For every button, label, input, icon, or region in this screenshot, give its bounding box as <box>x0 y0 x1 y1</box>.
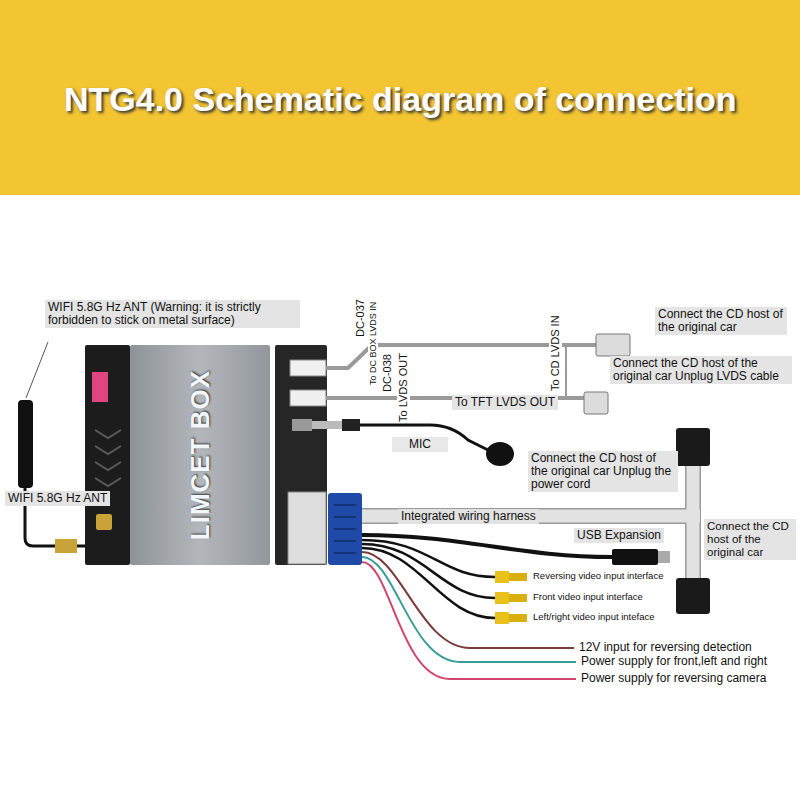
rca-jack <box>509 573 527 581</box>
mic-plug <box>312 421 342 429</box>
node-text: Connect the CD host of the original car … <box>531 452 675 491</box>
rca-jack <box>495 571 509 583</box>
wiring-harness <box>362 508 700 524</box>
lvds-cable <box>565 345 567 398</box>
port-label: Front video input interface <box>532 592 644 603</box>
harness-label-box: Integrated wiring harness <box>398 509 539 524</box>
cable-tag: To LVDS OUT <box>397 352 410 423</box>
sma-port <box>96 514 112 530</box>
mic-plug <box>342 419 360 431</box>
vent-chevrons <box>95 430 121 486</box>
device-end-cap <box>85 345 130 565</box>
node-text: MIC <box>395 438 445 451</box>
rca-jack <box>495 592 509 604</box>
port-label: Left/right video input inteface <box>532 612 655 623</box>
usb-plug <box>658 551 670 563</box>
callout-box: WIFI 5.8G Hz ANT <box>5 491 110 506</box>
power-connector <box>676 428 710 466</box>
lvds-connector <box>596 334 630 356</box>
node-text: Connect the CD host of the original car <box>707 520 793 559</box>
wiring-harness <box>687 466 700 580</box>
microphone <box>486 442 514 466</box>
lvds-port <box>290 390 326 406</box>
callout-box: Connect the CD host of the original car … <box>610 356 792 384</box>
mic-cable <box>360 425 488 450</box>
dip-switch <box>92 372 108 402</box>
callout-box: Connect the CD host of the original car … <box>528 451 678 492</box>
callout-box: Connect the CD host of the original car <box>704 519 796 560</box>
node-text: USB Expansion <box>577 529 661 542</box>
antenna-rod <box>18 400 33 488</box>
wire-label: Power supply for front,left and right <box>580 655 768 669</box>
node-text: WIFI 5.8G Hz ANT (Warning: it is strictl… <box>48 301 297 327</box>
cable-tag: To CD LVDS IN <box>549 314 562 392</box>
cable-tag: DC-038 <box>381 353 394 393</box>
node-text: Connect the CD host of the original car … <box>613 357 789 383</box>
warning-box: WIFI 5.8G Hz ANT (Warning: it is strictl… <box>45 300 300 328</box>
wire-label: Power supply for reversing camera <box>580 672 767 686</box>
cable-tag: DC-037 <box>354 298 367 338</box>
callout-box: Connect the CD host of the original car <box>655 307 787 335</box>
device-port-panel <box>275 345 327 565</box>
rca-jack <box>509 614 527 622</box>
node-text: Integrated wiring harness <box>401 510 536 523</box>
title-text: NTG4.0 Schematic diagram of connection <box>64 80 737 119</box>
leader-line <box>26 342 48 398</box>
node-text: WIFI 5.8G Hz ANT <box>8 492 107 505</box>
mic-jack <box>292 419 312 431</box>
wiring-harness <box>685 466 701 580</box>
harness-port <box>288 492 326 564</box>
callout-box: USB Expansion <box>574 528 664 543</box>
harness-plug-ridges <box>334 505 356 553</box>
port-label: Reversing video input interface <box>532 571 664 582</box>
callout-box: To TFT LVDS OUT <box>452 395 558 410</box>
node-text: To TFT LVDS OUT <box>455 396 555 409</box>
device-body: LIMCET BOX <box>130 345 270 565</box>
lvds-connector <box>584 392 608 414</box>
node-text: Connect the CD host of the original car <box>658 308 784 334</box>
wire-label: 12V input for reversing detection <box>578 641 753 655</box>
wiring-harness <box>362 510 700 523</box>
device-brand-text: LIMCET BOX <box>185 370 216 540</box>
cable-tag: To DC BOX LVDS IN <box>368 301 378 386</box>
sma-connector <box>55 539 77 553</box>
usb-plug <box>612 549 658 565</box>
callout-box: MIC <box>392 437 448 452</box>
lvds-port <box>290 360 326 376</box>
rca-jack <box>495 612 509 624</box>
power-connector <box>676 578 710 614</box>
title-band <box>0 0 800 195</box>
rca-jack <box>509 594 527 602</box>
harness-plug <box>328 493 362 565</box>
